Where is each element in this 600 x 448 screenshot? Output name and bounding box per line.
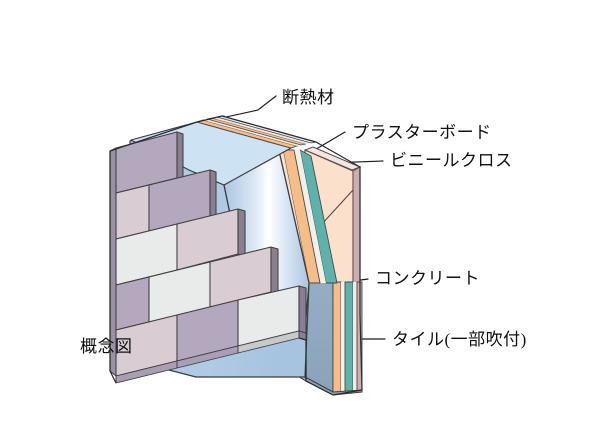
tile-cladding <box>109 131 307 384</box>
label-plasterboard: プラスターボード <box>352 123 492 142</box>
layer-strips-right-edge <box>304 262 363 393</box>
figure-caption: 概念図 <box>80 337 133 356</box>
tile-row-4 <box>115 246 279 331</box>
label-vinyl-cloth: ビニールクロス <box>390 151 513 170</box>
label-insulation: 断熱材 <box>282 88 335 107</box>
silhouette-outline <box>109 115 363 396</box>
label-concrete: コンクリート <box>375 269 480 288</box>
leader-line-insulation <box>216 95 277 120</box>
tile-row-2 <box>115 169 217 240</box>
tile-row-3 <box>115 208 246 286</box>
label-tile: タイル(一部吹付) <box>392 330 527 349</box>
